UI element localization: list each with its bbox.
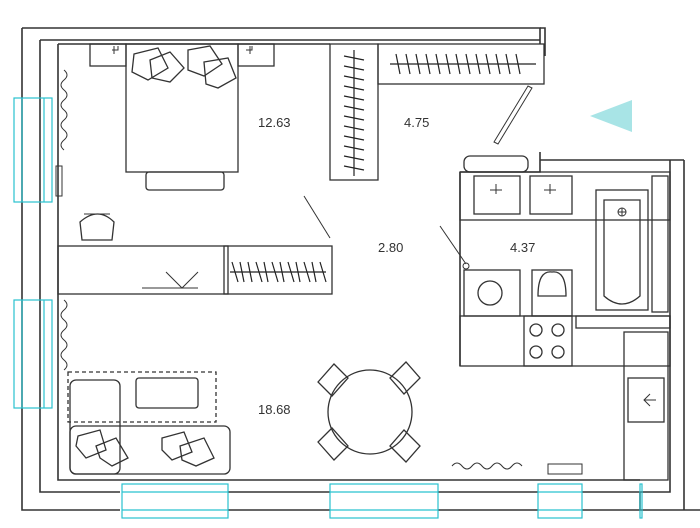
area-label-bathroom: 4.37: [510, 240, 535, 255]
cushion: [75, 429, 107, 459]
wardrobe-room: [329, 43, 545, 181]
wardrobe-vertical: [329, 43, 379, 181]
dining-table: [327, 369, 413, 455]
chair: [389, 361, 421, 395]
pillow: [149, 51, 185, 83]
pillow: [203, 57, 237, 89]
cooktop: [523, 315, 573, 367]
towel-rail: [463, 155, 529, 173]
coffee-table: [135, 377, 199, 409]
cushion: [179, 437, 215, 467]
hall-wardrobe: [223, 245, 333, 295]
exterior-walls: [21, 27, 700, 511]
bath-counter: [459, 171, 671, 221]
kitchen: [459, 315, 671, 481]
wardrobe-horizontal: [377, 43, 545, 85]
kitchen-sink: [627, 377, 665, 423]
desk: [57, 245, 229, 295]
bed-bench: [145, 171, 225, 191]
sink-right: [529, 175, 573, 215]
chair: [389, 429, 421, 463]
bedroom: [57, 43, 333, 295]
windows: [13, 97, 643, 519]
chair: [317, 427, 349, 461]
area-label-wardrobe: 4.75: [404, 115, 429, 130]
sofa-arm: [69, 379, 121, 475]
bathtub: [595, 189, 649, 311]
cushion: [95, 437, 129, 467]
tv-zone: [67, 371, 217, 423]
washing-machine: [463, 269, 521, 317]
chair: [317, 363, 349, 397]
nightstand-left: [89, 43, 127, 67]
area-label-living-kitchen: 18.68: [258, 402, 291, 417]
living-room: [67, 361, 421, 475]
area-label-hallway: 2.80: [378, 240, 403, 255]
sink-left: [473, 175, 521, 215]
compass-arrow-icon: [590, 100, 632, 132]
desk-chair: [79, 213, 115, 241]
nightstand-right: [237, 43, 275, 67]
radiators: [55, 69, 583, 475]
fridge-column: [623, 331, 669, 481]
kitchen-counter: [459, 315, 671, 367]
cushion: [161, 431, 193, 461]
area-label-bedroom: 12.63: [258, 115, 291, 130]
pillow: [131, 47, 169, 81]
sofa: [69, 425, 231, 475]
pillow: [187, 45, 223, 77]
